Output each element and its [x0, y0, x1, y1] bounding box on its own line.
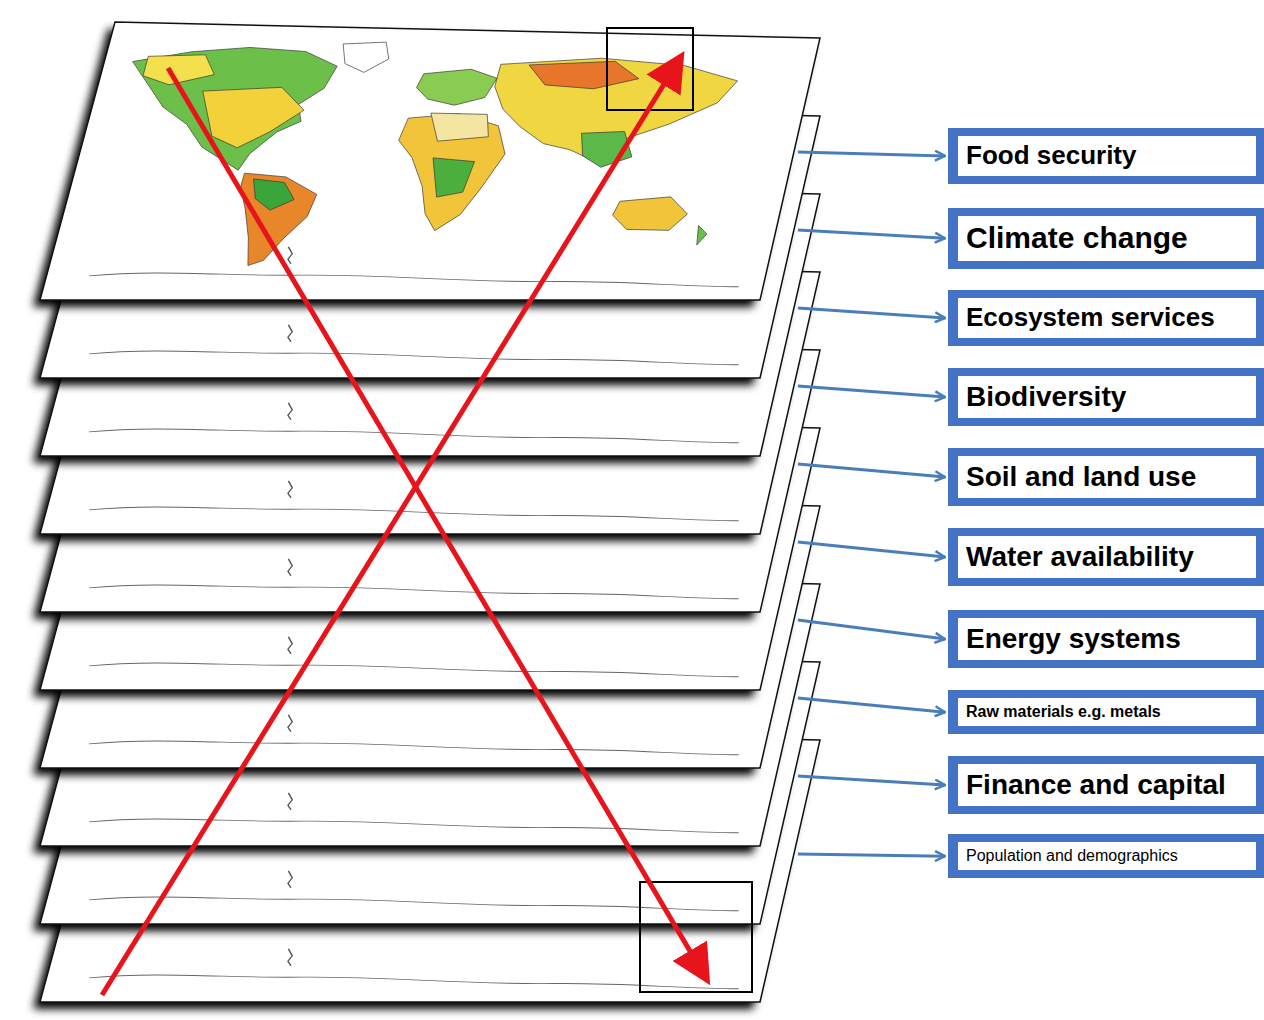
topic-box: Population and demographics [948, 834, 1264, 878]
leader-arrow [798, 776, 945, 785]
coastline [284, 481, 296, 498]
topic-box: Soil and land use [948, 448, 1264, 506]
coastline [284, 403, 296, 420]
continent-shape [609, 196, 692, 231]
coastline [89, 738, 739, 759]
map-content [89, 555, 747, 603]
map-content [89, 789, 747, 837]
topic-label: Finance and capital [966, 769, 1248, 801]
topic-label: Raw materials e.g. metals [966, 703, 1248, 721]
coastline [89, 894, 739, 915]
map-content [89, 945, 747, 993]
coastline [89, 582, 739, 603]
coastline [89, 660, 739, 681]
continent-shape [220, 173, 322, 267]
continent-shape [375, 113, 516, 232]
coastline [284, 559, 296, 576]
leader-arrow [798, 464, 945, 477]
continent-shape [141, 54, 220, 86]
leader-arrow [798, 230, 945, 238]
leader-arrow [798, 620, 945, 639]
topic-label: Water availability [966, 541, 1248, 573]
continent-shape [104, 45, 341, 172]
topic-label: Soil and land use [966, 461, 1248, 493]
leader-arrow [798, 308, 945, 318]
coastline [284, 949, 296, 966]
map-content [89, 321, 747, 369]
continent-shape [423, 113, 494, 142]
coastline [284, 247, 296, 264]
red-cross-arrow [102, 68, 674, 995]
continent-shape [336, 41, 394, 73]
coastline [284, 325, 296, 342]
topic-label: Climate change [966, 221, 1248, 256]
topic-label: Energy systems [966, 623, 1248, 655]
coastline [284, 793, 296, 810]
topic-label: Biodiversity [966, 381, 1248, 413]
map-content [89, 867, 747, 915]
topic-box: Energy systems [948, 610, 1264, 668]
red-cross-arrow [168, 68, 700, 968]
leader-arrow [798, 542, 945, 557]
continent-shape [573, 131, 639, 168]
topic-box: Ecosystem services [948, 290, 1264, 346]
topic-box: Biodiversity [948, 368, 1264, 426]
map-content [89, 711, 747, 759]
leader-arrow [798, 386, 945, 397]
map-layer [33, 22, 820, 307]
map-content [89, 399, 747, 447]
leader-arrow [798, 854, 945, 856]
continent-shape [245, 179, 299, 211]
coastline [89, 348, 739, 369]
continent-shape [412, 68, 499, 106]
coastline [284, 715, 296, 732]
topic-box: Raw materials e.g. metals [948, 690, 1264, 734]
topic-label: Ecosystem services [966, 303, 1248, 333]
topic-box: Food security [948, 128, 1264, 184]
map-content [89, 633, 747, 681]
coastline [89, 504, 739, 525]
coastline [284, 637, 296, 654]
layer-sheet [40, 22, 820, 300]
topic-label: Population and demographics [966, 847, 1248, 865]
coastline [284, 871, 296, 888]
focus-frame [607, 28, 693, 110]
coastline [89, 816, 739, 837]
leader-arrow [798, 152, 945, 156]
coastline [89, 270, 739, 291]
continent-shape [188, 86, 310, 150]
continent-shape [523, 59, 643, 89]
continent-shape [423, 158, 476, 198]
topic-box: Climate change [948, 208, 1264, 269]
topic-box: Water availability [948, 528, 1264, 586]
topic-label: Food security [966, 141, 1248, 171]
topic-box: Finance and capital [948, 756, 1264, 814]
coastline [89, 972, 739, 993]
continent-shape [693, 225, 709, 245]
leader-arrow [798, 698, 945, 712]
coastline [89, 426, 739, 447]
